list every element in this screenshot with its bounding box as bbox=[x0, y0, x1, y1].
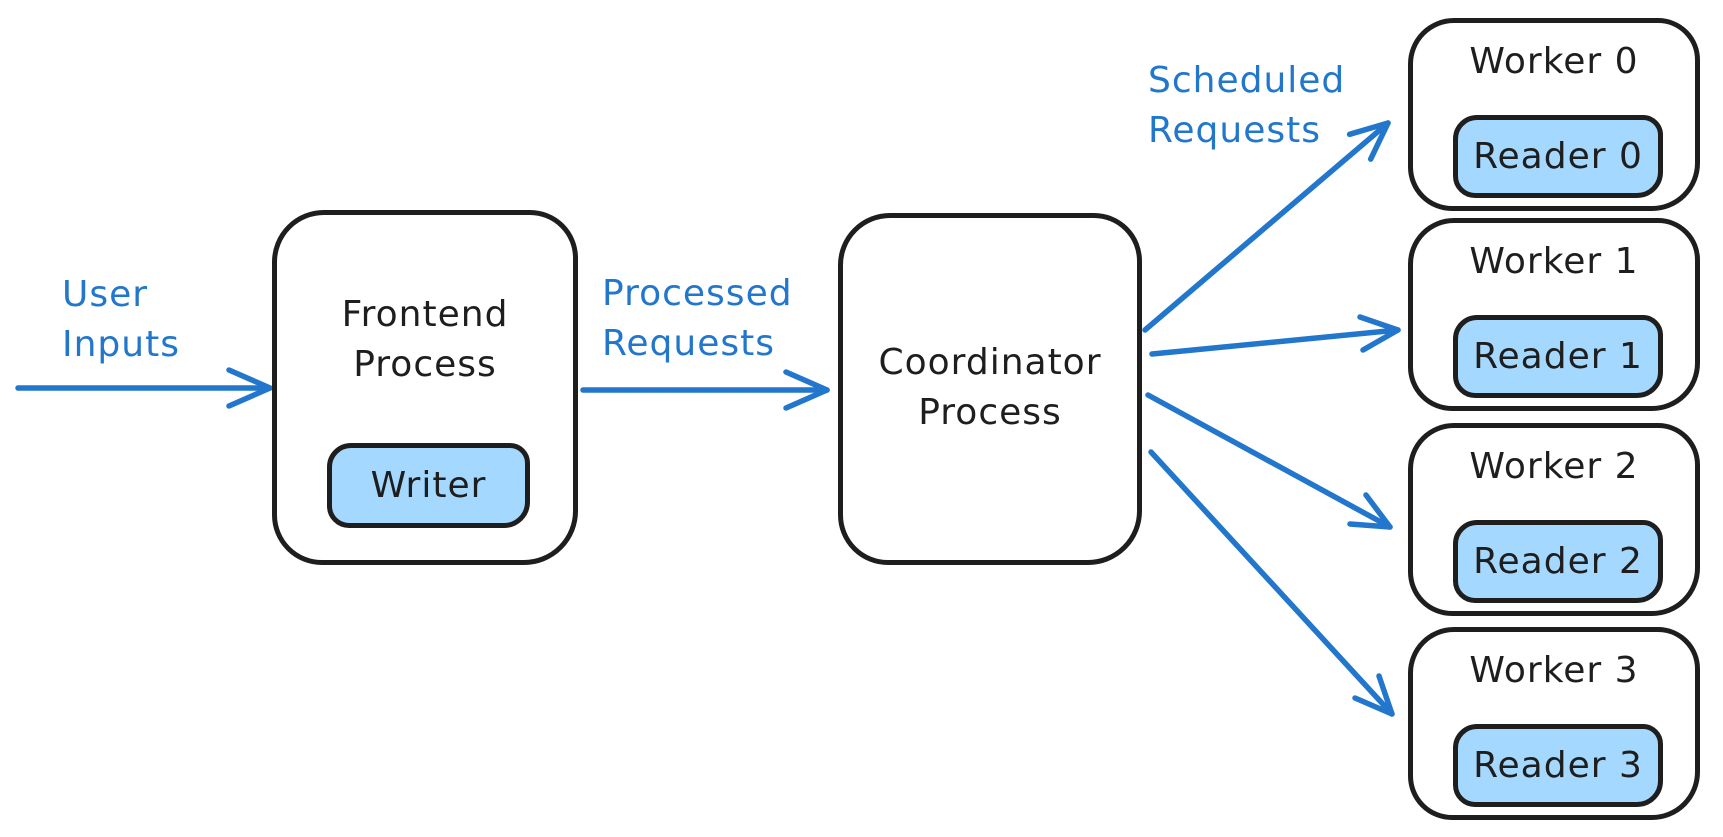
scheduled-requests-arrow-worker-2 bbox=[1145, 392, 1393, 530]
worker-0-box: Worker 0 Reader 0 bbox=[1408, 18, 1700, 211]
worker-0-title: Worker 0 bbox=[1469, 41, 1639, 82]
worker-2-box: Worker 2 Reader 2 bbox=[1408, 423, 1700, 616]
user-inputs-label-line2: Inputs bbox=[62, 324, 180, 365]
processed-requests-arrow bbox=[580, 369, 830, 411]
worker-3-title: Worker 3 bbox=[1469, 650, 1639, 691]
scheduled-requests-arrow-worker-1 bbox=[1149, 314, 1401, 357]
reader-2-node: Reader 2 bbox=[1453, 520, 1663, 603]
reader-0-node: Reader 0 bbox=[1453, 115, 1663, 198]
scheduled-requests-arrow-worker-0 bbox=[1142, 120, 1391, 333]
coordinator-process-title-line2: Process bbox=[918, 392, 1062, 433]
reader-2-node-label: Reader 2 bbox=[1473, 541, 1643, 582]
user-inputs-arrow bbox=[15, 367, 273, 409]
scheduled-requests-label-line2: Requests bbox=[1148, 110, 1321, 151]
writer-node: Writer bbox=[327, 443, 530, 528]
reader-3-node-label: Reader 3 bbox=[1473, 745, 1643, 786]
user-inputs-label: User Inputs bbox=[62, 270, 180, 370]
coordinator-process-title-line1: Coordinator bbox=[878, 342, 1102, 383]
frontend-process-title-line1: Frontend bbox=[341, 294, 509, 335]
frontend-process-box: Frontend Process Writer bbox=[272, 210, 578, 565]
worker-3-box: Worker 3 Reader 3 bbox=[1408, 627, 1700, 820]
scheduled-requests-label: Scheduled Requests bbox=[1148, 56, 1345, 156]
processed-requests-label-line1: Processed bbox=[602, 273, 793, 314]
frontend-process-title: Frontend Process bbox=[277, 290, 573, 390]
scheduled-requests-label-line1: Scheduled bbox=[1148, 60, 1346, 101]
reader-0-node-label: Reader 0 bbox=[1473, 136, 1643, 177]
worker-2-title: Worker 2 bbox=[1469, 446, 1639, 487]
worker-1-title: Worker 1 bbox=[1469, 241, 1639, 282]
worker-1-box: Worker 1 Reader 1 bbox=[1408, 218, 1700, 411]
frontend-process-title-line2: Process bbox=[353, 344, 497, 385]
coordinator-process-title: Coordinator Process bbox=[843, 338, 1137, 438]
scheduled-requests-arrow-worker-3 bbox=[1148, 449, 1395, 717]
user-inputs-label-line1: User bbox=[62, 274, 149, 315]
writer-node-label: Writer bbox=[370, 465, 487, 506]
reader-1-node-label: Reader 1 bbox=[1473, 336, 1643, 377]
reader-3-node: Reader 3 bbox=[1453, 724, 1663, 807]
reader-1-node: Reader 1 bbox=[1453, 315, 1663, 398]
coordinator-process-box: Coordinator Process bbox=[838, 213, 1142, 565]
processed-requests-label-line2: Requests bbox=[602, 323, 775, 364]
processed-requests-label: Processed Requests bbox=[602, 269, 793, 369]
